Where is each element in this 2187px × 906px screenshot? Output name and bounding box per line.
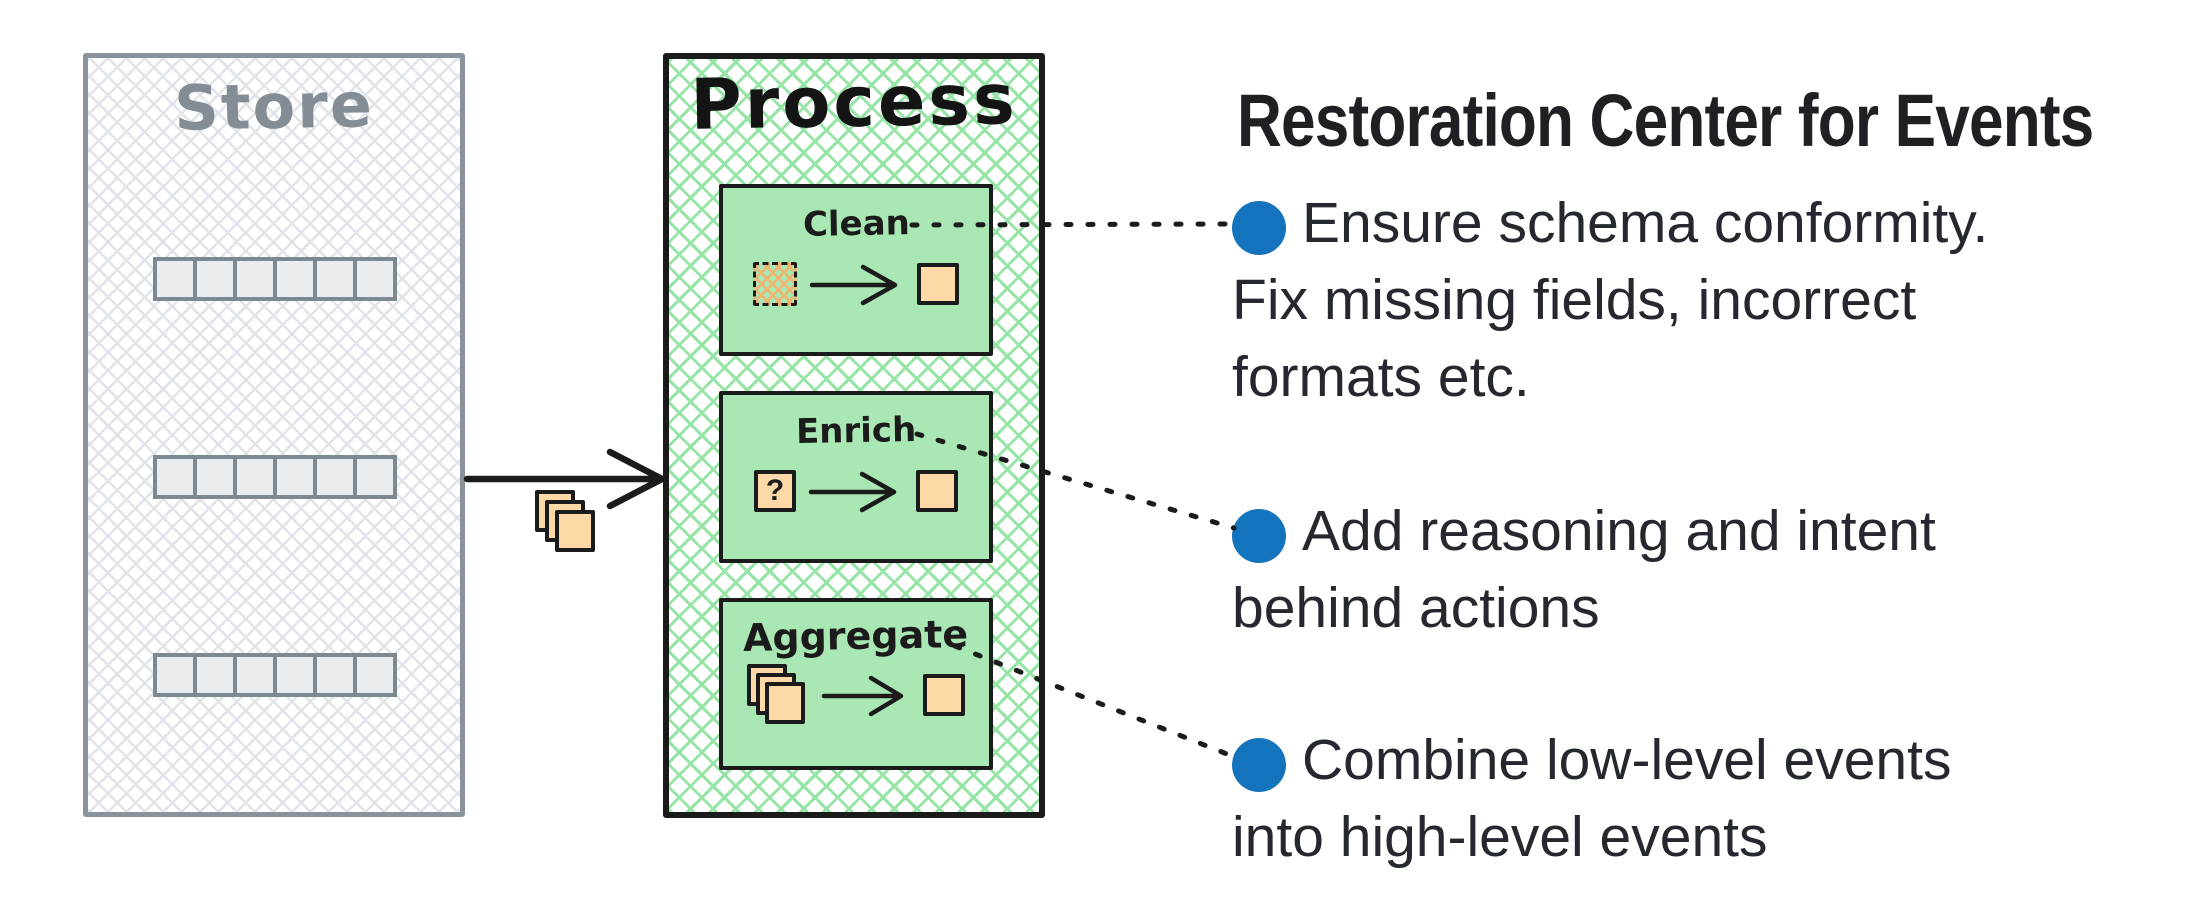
store-cell bbox=[193, 257, 237, 301]
store-cell bbox=[273, 257, 317, 301]
event-card-icon bbox=[765, 682, 805, 724]
store-title: Store bbox=[173, 68, 375, 145]
store-row bbox=[153, 455, 397, 499]
bullet-dot-icon bbox=[1232, 201, 1286, 255]
step-content: ? bbox=[754, 467, 958, 515]
arrow-right-icon bbox=[809, 264, 898, 306]
bullet-line: Ensure schema conformity. bbox=[1232, 185, 1988, 262]
bullet-line: behind actions bbox=[1232, 576, 1600, 640]
step-content bbox=[747, 664, 965, 726]
clean-event-icon bbox=[917, 263, 959, 305]
bullet-enrich: Add reasoning and intent behind actions bbox=[1232, 493, 1936, 647]
store-cell bbox=[313, 257, 357, 301]
dirty-event-icon bbox=[753, 262, 797, 306]
step-content bbox=[753, 260, 959, 308]
bullet-aggregate: Combine low-level events into high-level… bbox=[1232, 722, 1951, 876]
store-cell bbox=[153, 653, 197, 697]
process-title: Process bbox=[689, 58, 1019, 146]
store-cell bbox=[313, 455, 357, 499]
store-cell bbox=[353, 257, 397, 301]
store-cell bbox=[193, 455, 237, 499]
process-step-clean: Clean bbox=[719, 184, 993, 356]
high-level-event-icon bbox=[923, 674, 965, 716]
store-cell bbox=[233, 455, 277, 499]
step-label-enrich: Enrich bbox=[795, 409, 917, 453]
bullet-text: Add reasoning and intent bbox=[1302, 499, 1936, 563]
bullet-dot-icon bbox=[1232, 509, 1286, 563]
bullet-line: formats etc. bbox=[1232, 345, 1530, 409]
store-cell bbox=[353, 455, 397, 499]
store-cell bbox=[353, 653, 397, 697]
process-step-aggregate: Aggregate bbox=[719, 598, 993, 770]
panel-title: Restoration Center for Events bbox=[1237, 79, 2094, 162]
store-cell bbox=[233, 653, 277, 697]
store-row bbox=[153, 257, 397, 301]
store-cell bbox=[273, 455, 317, 499]
store-row bbox=[153, 653, 397, 697]
bullet-text: Combine low-level events bbox=[1302, 728, 1952, 792]
step-label-aggregate: Aggregate bbox=[743, 612, 969, 660]
store-cell bbox=[153, 455, 197, 499]
bullet-dot-icon bbox=[1232, 738, 1286, 792]
bullet-line: into high-level events bbox=[1232, 805, 1768, 869]
store-cell bbox=[193, 653, 237, 697]
step-label-clean: Clean bbox=[802, 203, 910, 245]
store-cell bbox=[153, 257, 197, 301]
bullet-line: Add reasoning and intent bbox=[1232, 493, 1936, 570]
bullet-clean: Ensure schema conformity. Fix missing fi… bbox=[1232, 185, 1988, 416]
process-box: Process Clean Enrich ? Aggregate bbox=[663, 53, 1045, 818]
bullet-text: Ensure schema conformity. bbox=[1302, 191, 1989, 255]
store-cell bbox=[273, 653, 317, 697]
events-stack-icon bbox=[535, 490, 597, 554]
bullet-line: Fix missing fields, incorrect bbox=[1232, 268, 1917, 332]
arrow-right-icon bbox=[821, 675, 904, 717]
store-box: Store bbox=[83, 53, 465, 817]
arrow-right-icon bbox=[808, 471, 897, 513]
bullet-line: Combine low-level events bbox=[1232, 722, 1951, 799]
unknown-event-icon: ? bbox=[754, 470, 796, 512]
low-level-events-stack-icon bbox=[747, 664, 809, 726]
enriched-event-icon bbox=[916, 470, 958, 512]
process-step-enrich: Enrich ? bbox=[719, 391, 993, 563]
event-card-icon bbox=[555, 510, 595, 552]
store-cell bbox=[313, 653, 357, 697]
store-cell bbox=[233, 257, 277, 301]
